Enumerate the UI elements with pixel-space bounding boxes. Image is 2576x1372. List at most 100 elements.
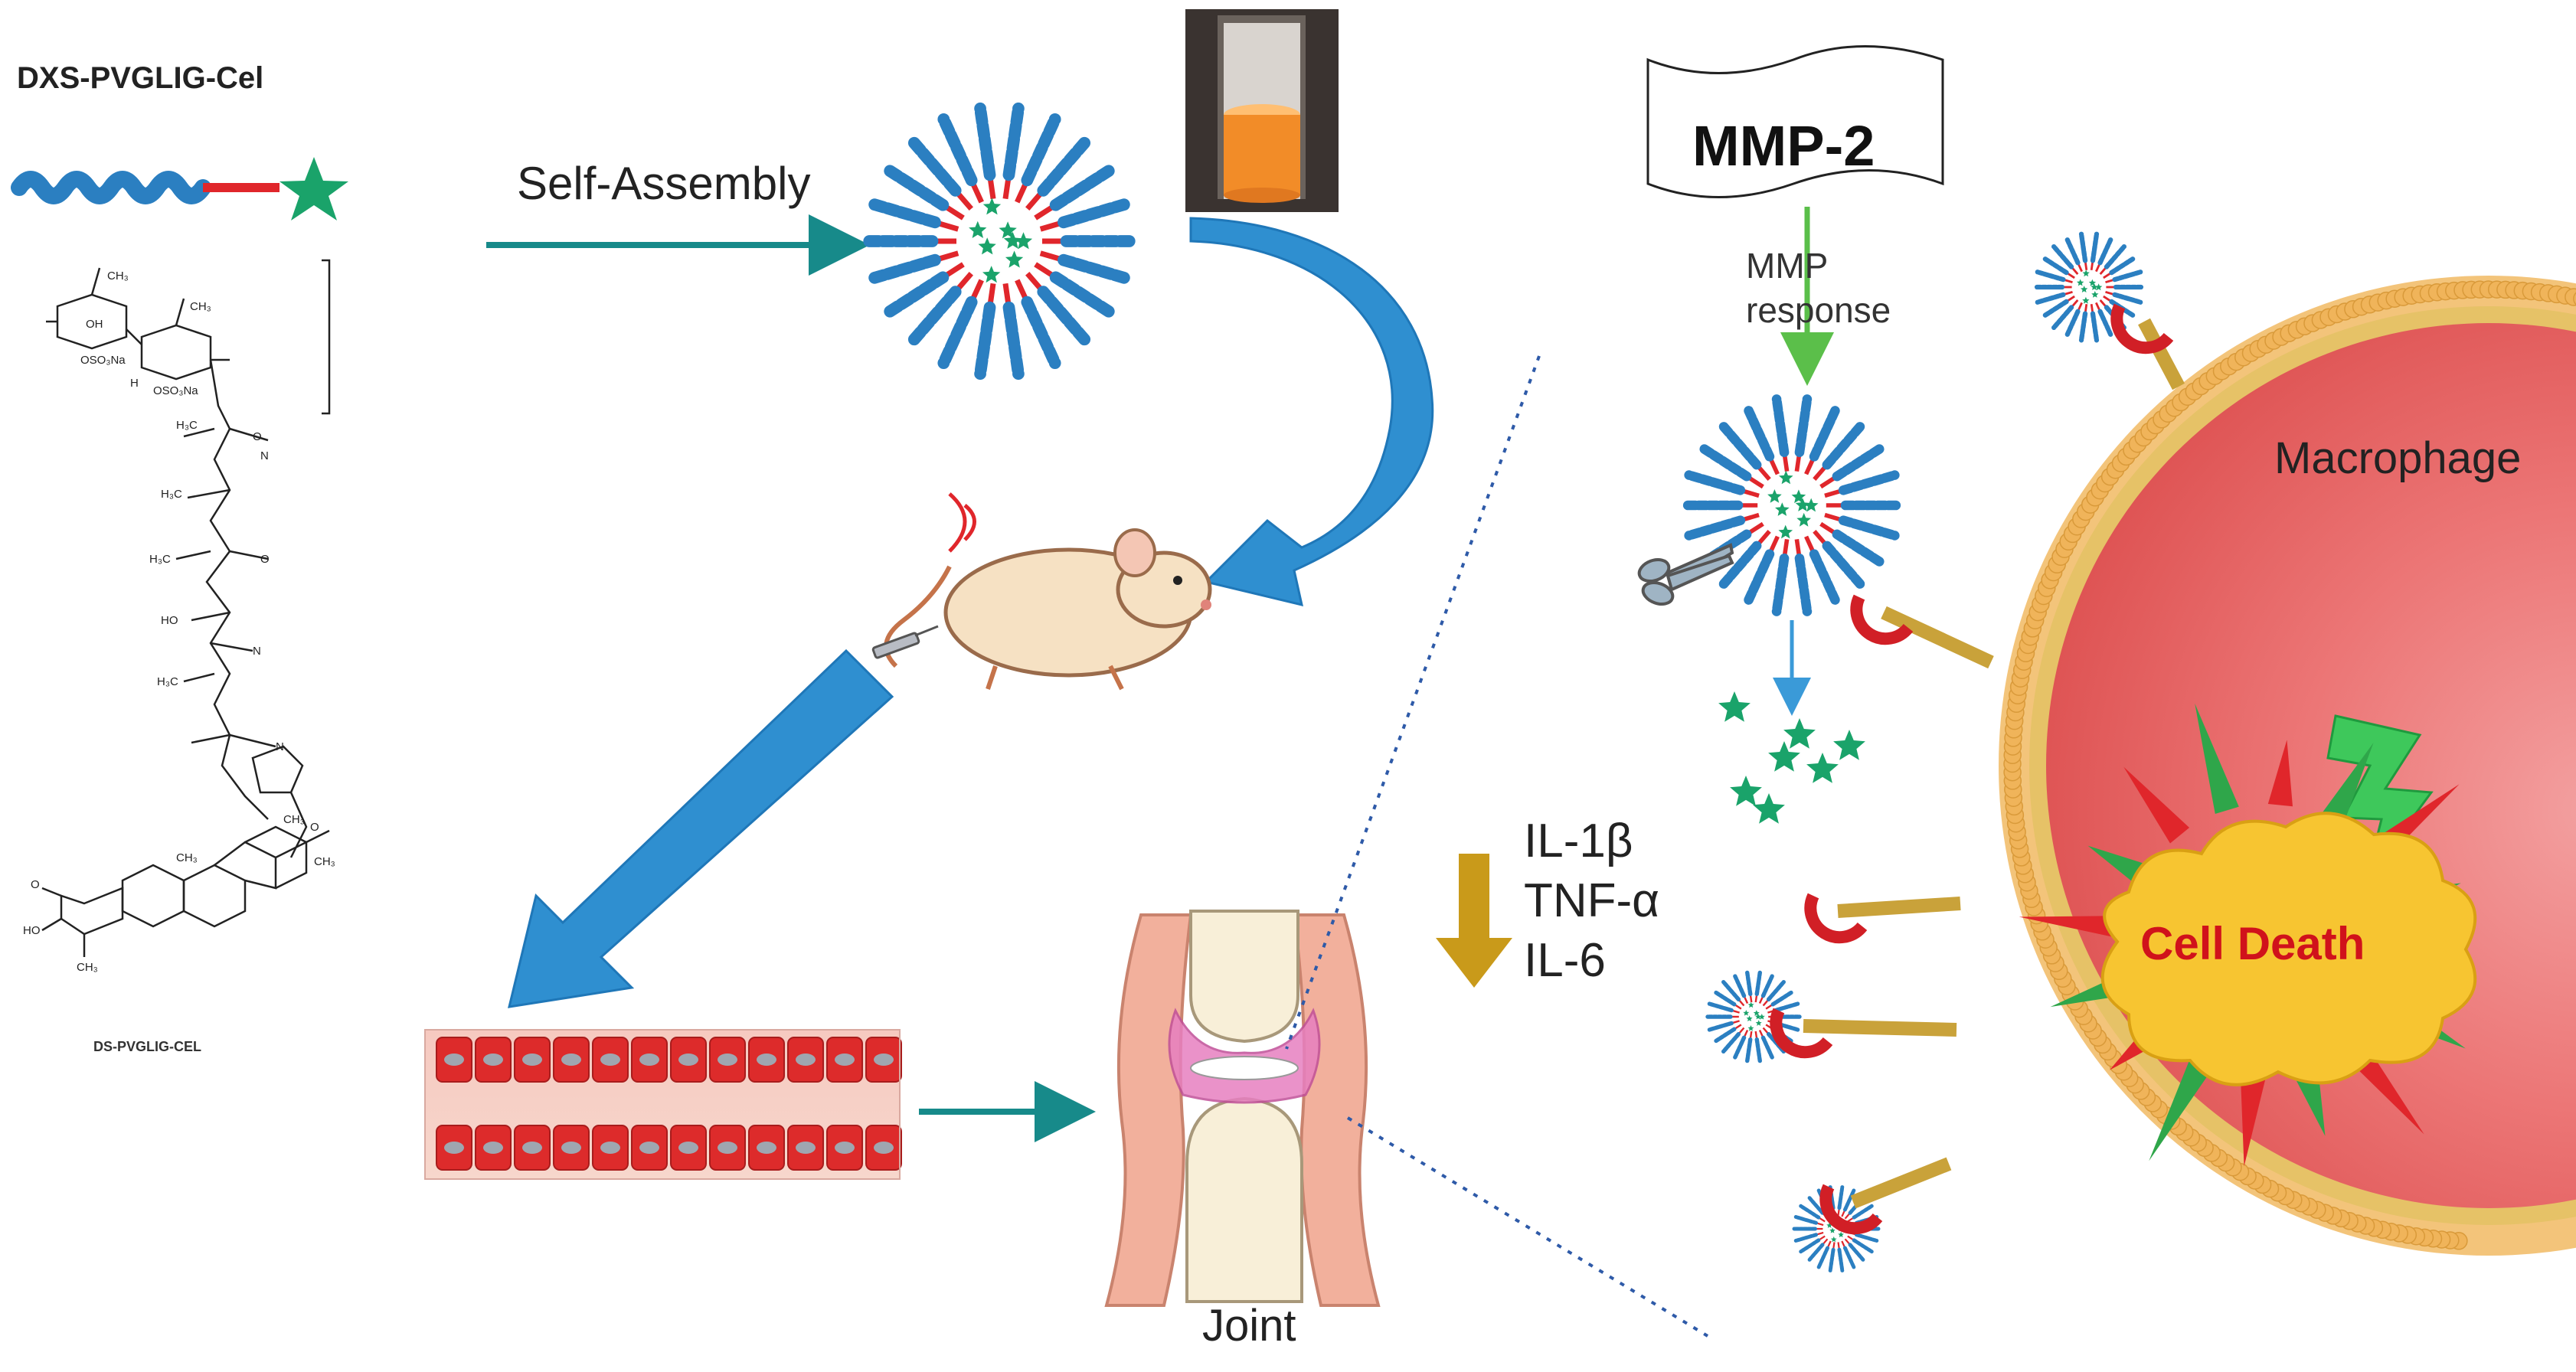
cytokine-down-arrow (1436, 854, 1512, 988)
scissors-icon (1637, 543, 1734, 606)
mmp2-label: MMP-2 (1692, 114, 1875, 178)
receptor-icon (1770, 1008, 1957, 1059)
svg-text:H₃C: H₃C (149, 553, 171, 566)
svg-text:O: O (310, 821, 319, 834)
joint-icon (1104, 910, 1381, 1307)
svg-text:CH₃: CH₃ (107, 270, 129, 283)
self-assembly-label: Self-Assembly (517, 158, 811, 209)
star-icon (1730, 776, 1762, 806)
star-icon (2088, 279, 2097, 286)
star-icon (1806, 753, 1839, 783)
svg-text:OSO₃Na: OSO₃Na (153, 384, 198, 397)
star-icon (1830, 1236, 1837, 1243)
zoom-line-bottom (1346, 1116, 1709, 1338)
star-icon (1718, 691, 1751, 722)
receptor-icon (1850, 594, 1994, 669)
compound-schematic (11, 157, 348, 220)
star-icon (2091, 291, 2099, 298)
star-icon (1795, 498, 1810, 511)
mouse-icon (884, 492, 1212, 691)
chemical-structure (41, 259, 331, 957)
cell-death-label: Cell Death (2140, 918, 2365, 969)
svg-text:O: O (31, 878, 40, 891)
svg-text:HO: HO (23, 924, 41, 937)
star-icon (1768, 741, 1800, 772)
micelle-icon (859, 102, 1139, 381)
svg-text:O: O (253, 430, 262, 443)
cytokine-il6: IL-6 (1524, 934, 1606, 987)
svg-text:CH₃: CH₃ (77, 961, 98, 974)
receptor-icon (2110, 303, 2185, 390)
receptor-icon (1804, 893, 1961, 944)
star-icon (1014, 232, 1033, 250)
star-icon (1826, 1222, 1832, 1228)
star-icon (999, 221, 1017, 239)
zoom-line-top (1285, 355, 1541, 1050)
joint-label: Joint (1202, 1301, 1296, 1351)
released-drug-stars (1718, 691, 1865, 824)
cytokine-il1b: IL-1β (1524, 815, 1633, 867)
micelle-icon (1679, 394, 1904, 616)
svg-text:H₃C: H₃C (161, 488, 182, 501)
star-icon (1005, 250, 1024, 268)
svg-text:H₃C: H₃C (176, 419, 198, 432)
star-icon (1767, 489, 1782, 503)
svg-text:CH₃: CH₃ (190, 300, 211, 313)
star-icon (1783, 718, 1816, 749)
receptor-icon (1819, 1157, 1952, 1235)
svg-text:HO: HO (161, 614, 178, 627)
diagonal-blue-arrow (508, 648, 894, 1008)
star-icon (1778, 524, 1793, 539)
star-icon (1755, 1020, 1762, 1026)
svg-text:OH: OH (86, 318, 103, 331)
svg-text:H: H (130, 377, 139, 390)
star-icon (1753, 793, 1785, 824)
micelle-icon (2032, 231, 2146, 343)
star-icon (982, 198, 1002, 215)
cell-death-burst (2019, 703, 2477, 1167)
star-icon (1758, 1014, 1765, 1020)
compound-title: DXS-PVGLIG-Cel (17, 61, 264, 95)
star-icon (1829, 1227, 1836, 1233)
mmp2-banner (1646, 45, 1944, 198)
macrophage-label: Macrophage (2274, 433, 2522, 483)
star-icon (2081, 286, 2088, 292)
star-icon (1755, 1013, 1761, 1020)
star-icon (1791, 489, 1806, 504)
svg-text:OSO₃Na: OSO₃Na (80, 354, 126, 367)
star-icon (1743, 1010, 1750, 1016)
star-icon (1775, 502, 1790, 516)
svg-text:N: N (276, 740, 284, 753)
svg-text:CH₃: CH₃ (314, 855, 335, 868)
star-icon (1838, 1231, 1844, 1237)
micelle-icon (1705, 969, 1802, 1065)
star-icon (2094, 283, 2103, 291)
svg-text:N: N (260, 449, 269, 462)
cytokine-tnfa: TNF-α (1524, 874, 1660, 927)
star-icon (2091, 283, 2098, 290)
compound-caption: DS-PVGLIG-CEL (93, 1039, 202, 1054)
svg-text:H₃C: H₃C (157, 675, 178, 688)
star-icon (2077, 279, 2084, 286)
svg-text:CH₃: CH₃ (176, 851, 198, 864)
star-icon (2082, 296, 2090, 304)
star-icon (1833, 730, 1865, 760)
syringe-icon (871, 625, 939, 659)
star-icon (1747, 1025, 1754, 1031)
chemical-labels: CH₃ CH₃ OH OSO₃Na H OSO₃Na H₃C O H₃C N H… (23, 270, 335, 974)
star-icon (1753, 1010, 1760, 1016)
star-icon (1747, 1001, 1754, 1008)
star-icon (1796, 512, 1811, 527)
star-icon (982, 266, 1001, 283)
micelle-group (859, 102, 2342, 1272)
star-icon (1803, 498, 1819, 512)
star-icon (280, 157, 348, 220)
blood-vessel-icon (424, 1029, 902, 1180)
star-icon (978, 237, 996, 255)
svg-text:CH₃: CH₃ (283, 813, 305, 826)
mmp-response-label: MMP response (1746, 246, 1891, 330)
receptor-group (1770, 303, 2185, 1235)
vial-icon (1185, 9, 1339, 212)
star-icon (1003, 231, 1022, 249)
